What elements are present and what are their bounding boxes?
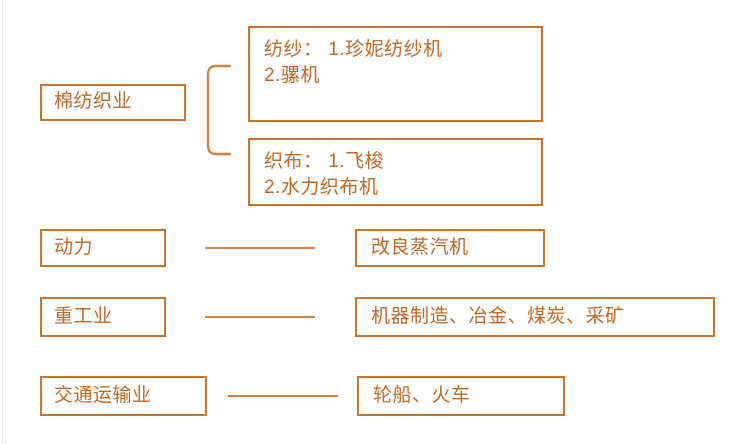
page-edge-rule [2,0,3,444]
node-steam-engine-label: 改良蒸汽机 [371,236,469,258]
connector-power [205,247,315,249]
textile-brace-icon [204,62,234,158]
node-power[interactable]: 动力 [40,229,166,267]
node-steam-engine[interactable]: 改良蒸汽机 [355,229,545,267]
node-spinning[interactable]: 纺纱： 1.珍妮纺纱机 2.骡机 [248,26,543,122]
node-weaving-label: 织布： 1.飞梭 2.水力织布机 [264,151,385,199]
node-transport[interactable]: 交通运输业 [40,376,207,416]
node-transport-items-label: 轮船、火车 [373,384,471,406]
node-spinning-label: 纺纱： 1.珍妮纺纱机 2.骡机 [264,39,443,87]
node-textile-industry[interactable]: 棉纺织业 [40,84,186,121]
connector-transport [228,395,338,397]
node-heavy-industry-items[interactable]: 机器制造、冶金、煤炭、采矿 [355,297,715,337]
node-textile-industry-label: 棉纺织业 [54,91,133,113]
node-transport-items[interactable]: 轮船、火车 [357,376,565,416]
connector-heavy-industry [205,316,315,318]
node-weaving[interactable]: 织布： 1.飞梭 2.水力织布机 [248,138,543,206]
node-power-label: 动力 [54,236,94,258]
node-heavy-industry[interactable]: 重工业 [40,297,166,337]
node-heavy-industry-items-label: 机器制造、冶金、煤炭、采矿 [371,305,625,327]
node-transport-label: 交通运输业 [54,384,152,406]
node-heavy-industry-label: 重工业 [54,305,113,327]
